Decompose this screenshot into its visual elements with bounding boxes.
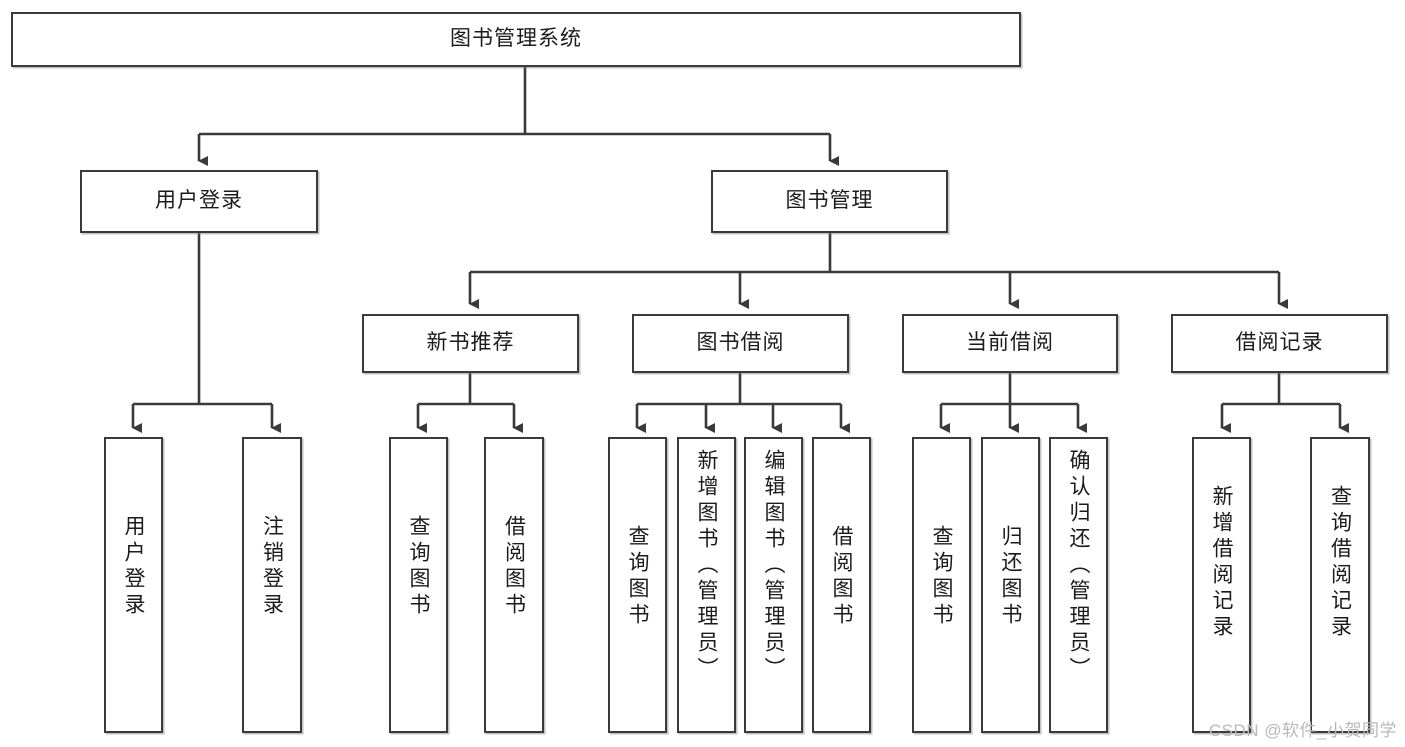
node-label: 借阅记录 — [1235, 331, 1324, 355]
node-label: 图书管理 — [785, 189, 874, 213]
leaf-borrow-add-book-admin[interactable]: 新增图书（管理员） — [677, 437, 736, 733]
node-label: 新增借阅记录 — [1210, 485, 1233, 641]
node-label: 查询图书 — [930, 525, 953, 629]
node-label: 归还图书 — [999, 525, 1022, 629]
node-book-management[interactable]: 图书管理 — [711, 170, 948, 233]
node-label: 确认归还（管理员） — [1067, 449, 1090, 683]
node-user-login[interactable]: 用户登录 — [80, 170, 318, 233]
node-new-book-recommend[interactable]: 新书推荐 — [362, 314, 579, 373]
node-book-borrow[interactable]: 图书借阅 — [632, 314, 849, 373]
leaf-recommend-query-book[interactable]: 查询图书 — [389, 437, 448, 733]
node-label: 查询图书 — [626, 525, 649, 629]
node-label: 编辑图书（管理员） — [762, 449, 785, 683]
leaf-recommend-borrow-book[interactable]: 借阅图书 — [484, 437, 544, 733]
node-label: 图书管理系统 — [450, 27, 582, 51]
node-label: 当前借阅 — [966, 331, 1054, 355]
leaf-user-login-login[interactable]: 用户登录 — [104, 437, 163, 733]
leaf-current-confirm-return-admin[interactable]: 确认归还（管理员） — [1049, 437, 1108, 733]
node-label: 新增图书（管理员） — [695, 449, 718, 683]
watermark-text: CSDN @软件_小贺同学 — [1208, 721, 1397, 740]
node-label: 查询借阅记录 — [1328, 485, 1352, 641]
node-label: 用户登录 — [155, 189, 243, 213]
node-label: 借阅图书 — [502, 515, 526, 619]
node-label: 注销登录 — [260, 515, 284, 619]
node-borrow-record[interactable]: 借阅记录 — [1171, 314, 1388, 373]
leaf-record-add-record[interactable]: 新增借阅记录 — [1192, 437, 1251, 733]
node-label: 查询图书 — [407, 515, 430, 619]
leaf-user-login-logout[interactable]: 注销登录 — [242, 437, 302, 733]
leaf-record-query-record[interactable]: 查询借阅记录 — [1310, 437, 1370, 733]
node-label: 借阅图书 — [830, 525, 853, 629]
leaf-borrow-borrow-book[interactable]: 借阅图书 — [812, 437, 871, 733]
node-label: 新书推荐 — [426, 331, 515, 355]
node-label: 图书借阅 — [696, 331, 785, 355]
leaf-borrow-edit-book-admin[interactable]: 编辑图书（管理员） — [744, 437, 803, 733]
node-label: 用户登录 — [122, 515, 145, 619]
node-root-system[interactable]: 图书管理系统 — [11, 12, 1021, 67]
leaf-current-query-book[interactable]: 查询图书 — [912, 437, 971, 733]
node-current-borrow[interactable]: 当前借阅 — [902, 314, 1118, 373]
leaf-borrow-query-book[interactable]: 查询图书 — [608, 437, 667, 733]
leaf-current-return-book[interactable]: 归还图书 — [981, 437, 1040, 733]
